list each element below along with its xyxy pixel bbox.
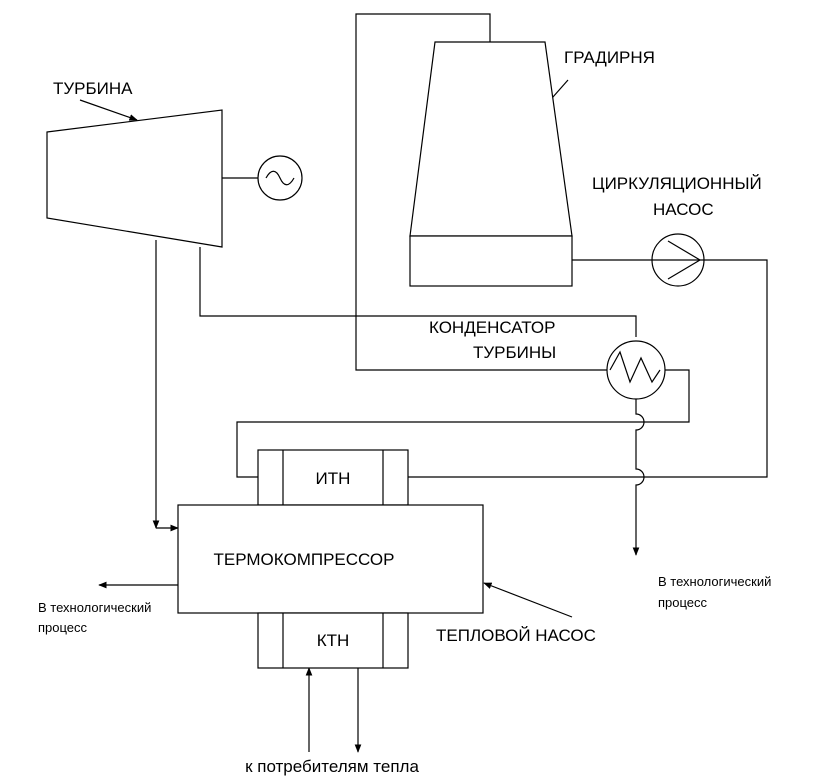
pump-icon bbox=[651, 233, 705, 287]
to-process-left-label-line2: процесс bbox=[38, 620, 88, 635]
itn-label: ИТН bbox=[316, 469, 351, 488]
ktn-label: КТН bbox=[317, 631, 350, 650]
circulation-pump-label-line1: ЦИРКУЛЯЦИОННЫЙ bbox=[592, 174, 762, 193]
heat-pump-pointer bbox=[483, 582, 573, 618]
circulation-pump-label-line2: НАСОС bbox=[653, 200, 714, 219]
condenser-label-line2: ТУРБИНЫ bbox=[473, 343, 556, 362]
heat-pump-label: ТЕПЛОВОЙ НАСОС bbox=[436, 626, 596, 645]
pump-to-itn-pipe bbox=[408, 259, 768, 478]
condensate-pipe bbox=[632, 398, 645, 556]
condenser-to-itn-pipe bbox=[236, 369, 690, 478]
to-heat-consumers-label: к потребителям тепла bbox=[245, 757, 419, 776]
cooling-tower-loop-pipe bbox=[355, 13, 610, 371]
cooling-tower-body bbox=[409, 41, 573, 237]
turbine-label: ТУРБИНА bbox=[53, 79, 133, 98]
cooling-tower-label: ГРАДИРНЯ bbox=[564, 48, 655, 67]
heat-exchanger-icon bbox=[606, 340, 666, 400]
thermocompressor-body bbox=[177, 504, 484, 614]
to-process-left-label-line1: В технологический bbox=[38, 600, 151, 615]
to-process-right-label-line2: процесс bbox=[658, 595, 708, 610]
turbine-body bbox=[46, 109, 223, 248]
ktn-unit bbox=[257, 612, 409, 669]
turbine-pointer bbox=[79, 99, 138, 121]
to-process-right-label-line1: В технологический bbox=[658, 574, 771, 589]
thermocompressor-label: ТЕРМОКОМПРЕССОР bbox=[214, 550, 395, 569]
turbine-exhaust-pipe bbox=[199, 247, 637, 337]
cooling-tower-basin bbox=[409, 235, 573, 287]
condenser-label-line1: КОНДЕНСАТОР bbox=[429, 318, 555, 337]
generator-icon bbox=[257, 155, 303, 201]
